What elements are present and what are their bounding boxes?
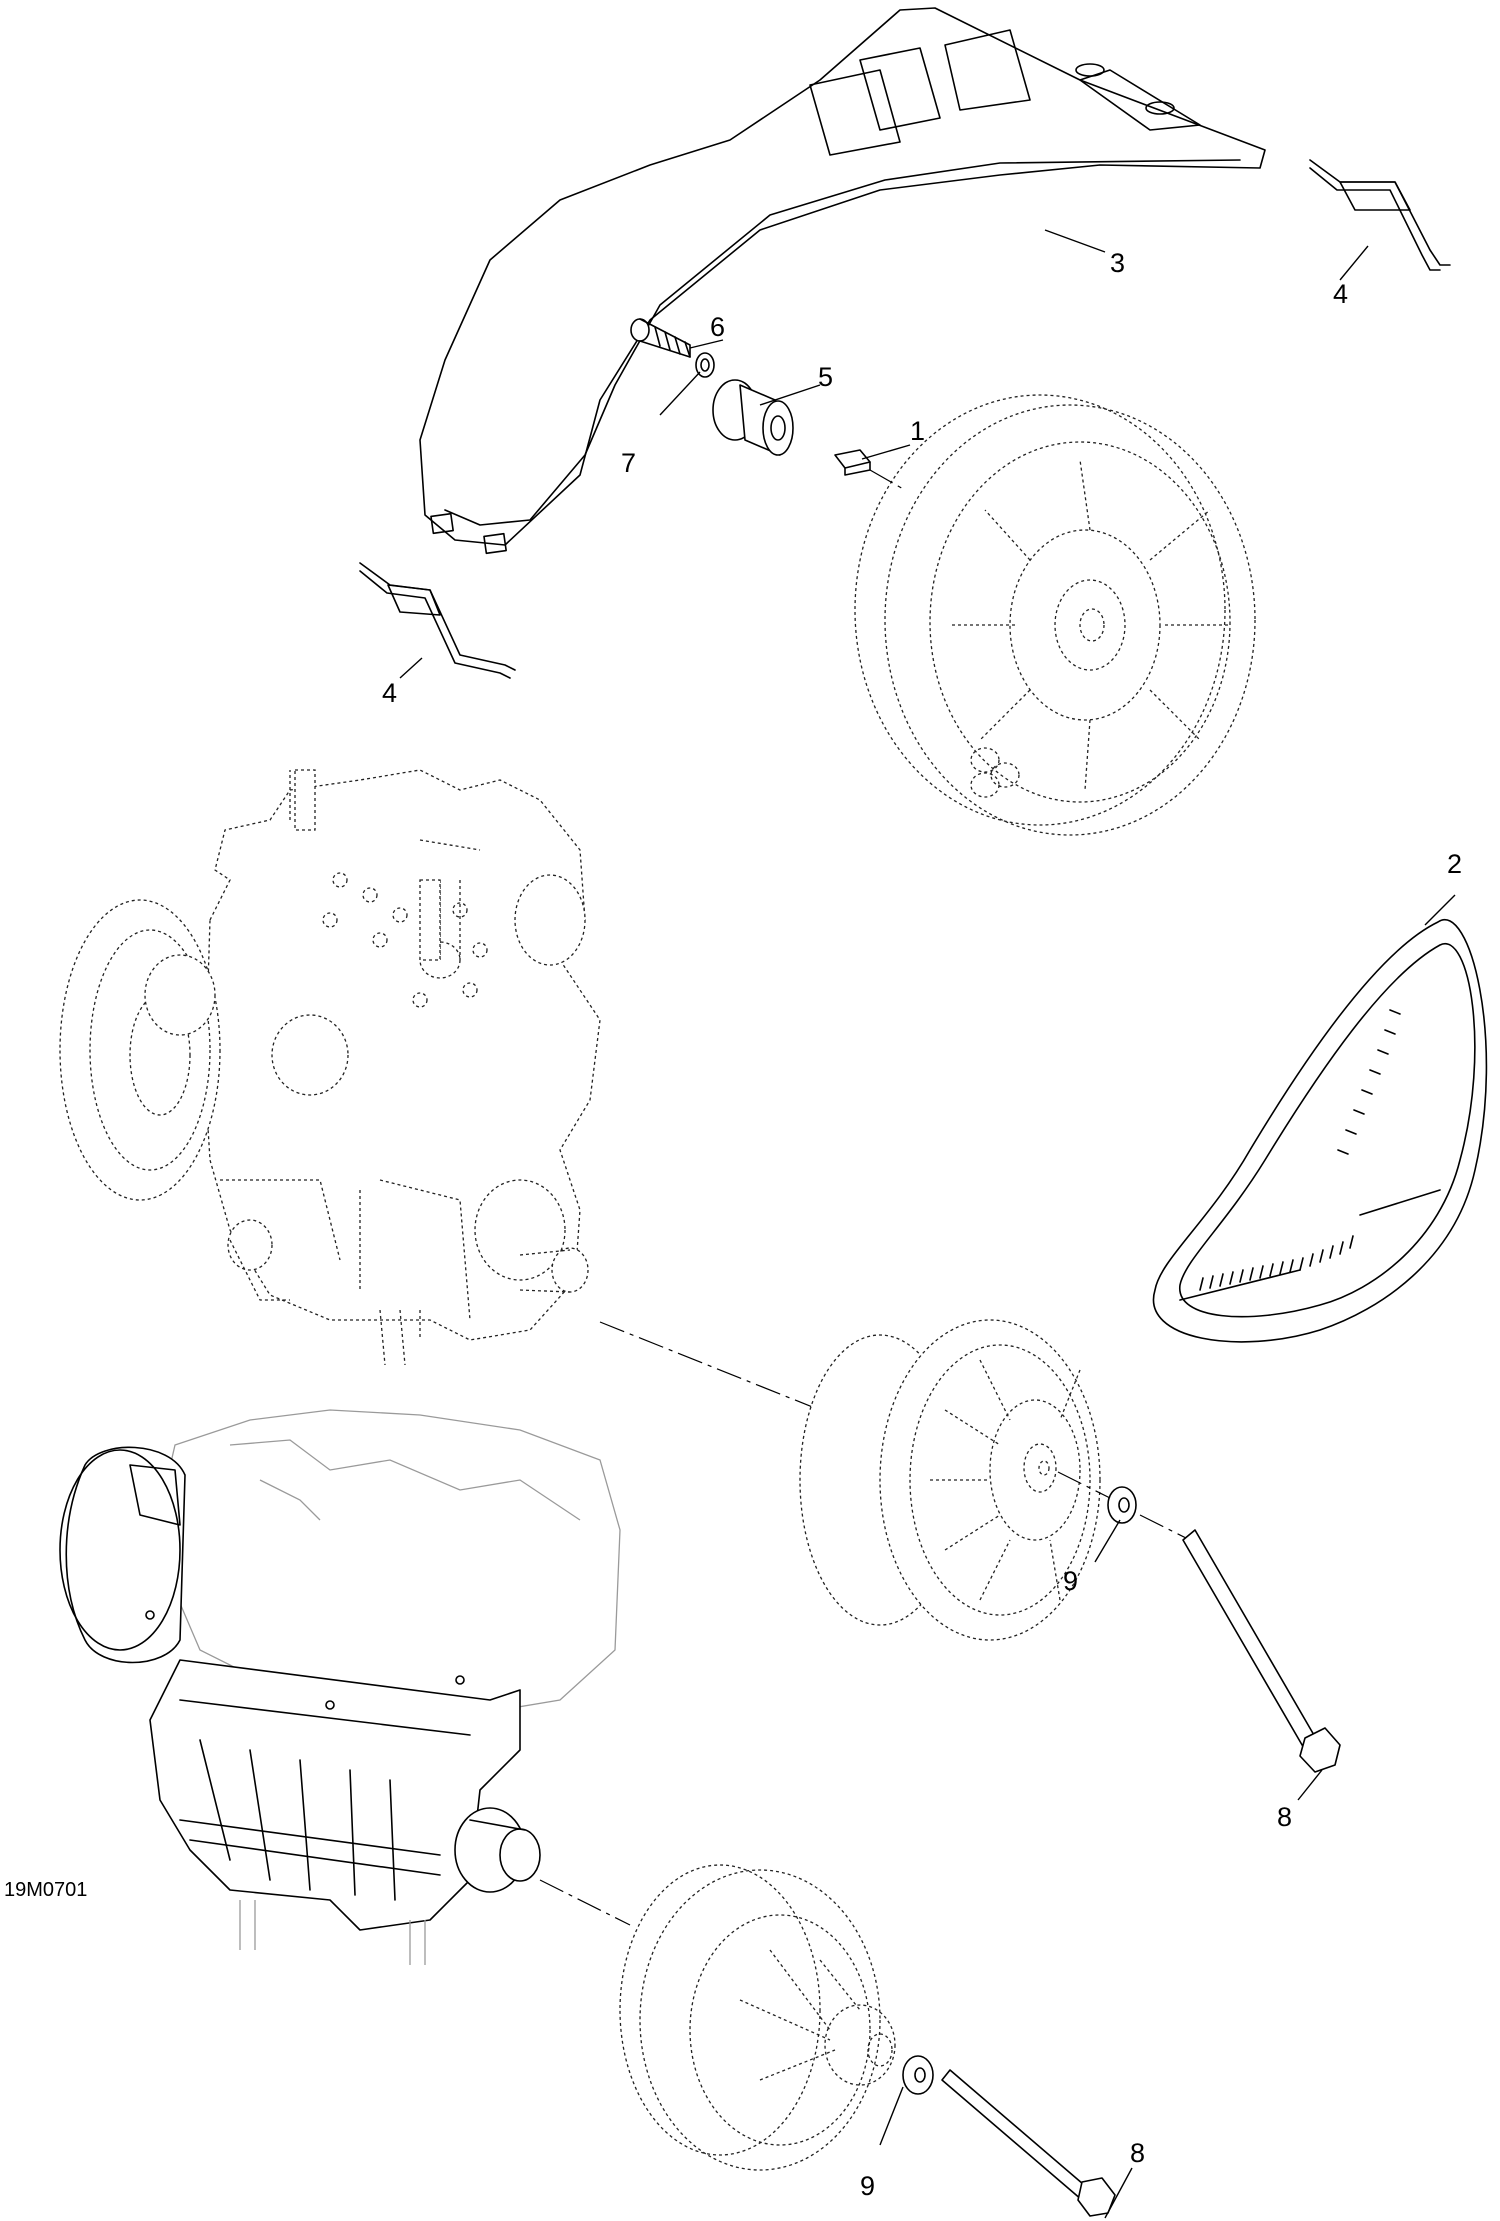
callout-8-lower: 8 bbox=[1130, 2138, 1145, 2168]
washer-7[interactable] bbox=[695, 352, 715, 378]
engine-lower bbox=[59, 1409, 621, 1965]
callout-5: 5 bbox=[818, 362, 833, 392]
bushing-5[interactable] bbox=[712, 379, 794, 456]
bolt-6[interactable] bbox=[630, 318, 691, 358]
driven-pulley[interactable] bbox=[854, 394, 1256, 836]
callout-8-upper: 8 bbox=[1277, 1802, 1292, 1832]
belt-guard[interactable] bbox=[419, 7, 1266, 555]
axis-line-drive bbox=[1057, 1471, 1191, 1541]
retaining-clip-right[interactable] bbox=[1309, 159, 1451, 271]
callout-4-left: 4 bbox=[382, 678, 397, 708]
callouts: 3 4 6 5 7 1 4 2 9 8 9 8 19M0701 bbox=[4, 248, 1462, 2201]
drive-belt[interactable] bbox=[1152, 919, 1488, 1343]
bolt-8-lower[interactable] bbox=[941, 2069, 1116, 2217]
callout-9-upper: 9 bbox=[1063, 1566, 1078, 1596]
leader-lines bbox=[399, 229, 1456, 2219]
callout-6: 6 bbox=[710, 312, 725, 342]
callout-9-lower: 9 bbox=[860, 2171, 875, 2201]
engine-upper bbox=[59, 769, 601, 1366]
lower-drive-pulley[interactable] bbox=[619, 1864, 896, 2171]
callout-4-right: 4 bbox=[1333, 279, 1348, 309]
callout-2: 2 bbox=[1447, 849, 1462, 879]
retaining-clip-left[interactable] bbox=[359, 562, 516, 679]
callout-1: 1 bbox=[910, 416, 925, 446]
bolt-8-upper[interactable] bbox=[1182, 1529, 1341, 1773]
washer-9-lower[interactable] bbox=[902, 2055, 934, 2095]
washer-9-upper[interactable] bbox=[1107, 1486, 1137, 1524]
callout-7: 7 bbox=[621, 448, 636, 478]
callout-3: 3 bbox=[1110, 248, 1125, 278]
axis-line-middle bbox=[599, 1321, 821, 1411]
key-1[interactable] bbox=[834, 449, 871, 476]
axis-line-top bbox=[869, 469, 906, 491]
axis-line-lower bbox=[539, 1879, 631, 1926]
drive-pulley[interactable] bbox=[799, 1319, 1101, 1641]
drawing-code: 19M0701 bbox=[4, 1879, 87, 1901]
